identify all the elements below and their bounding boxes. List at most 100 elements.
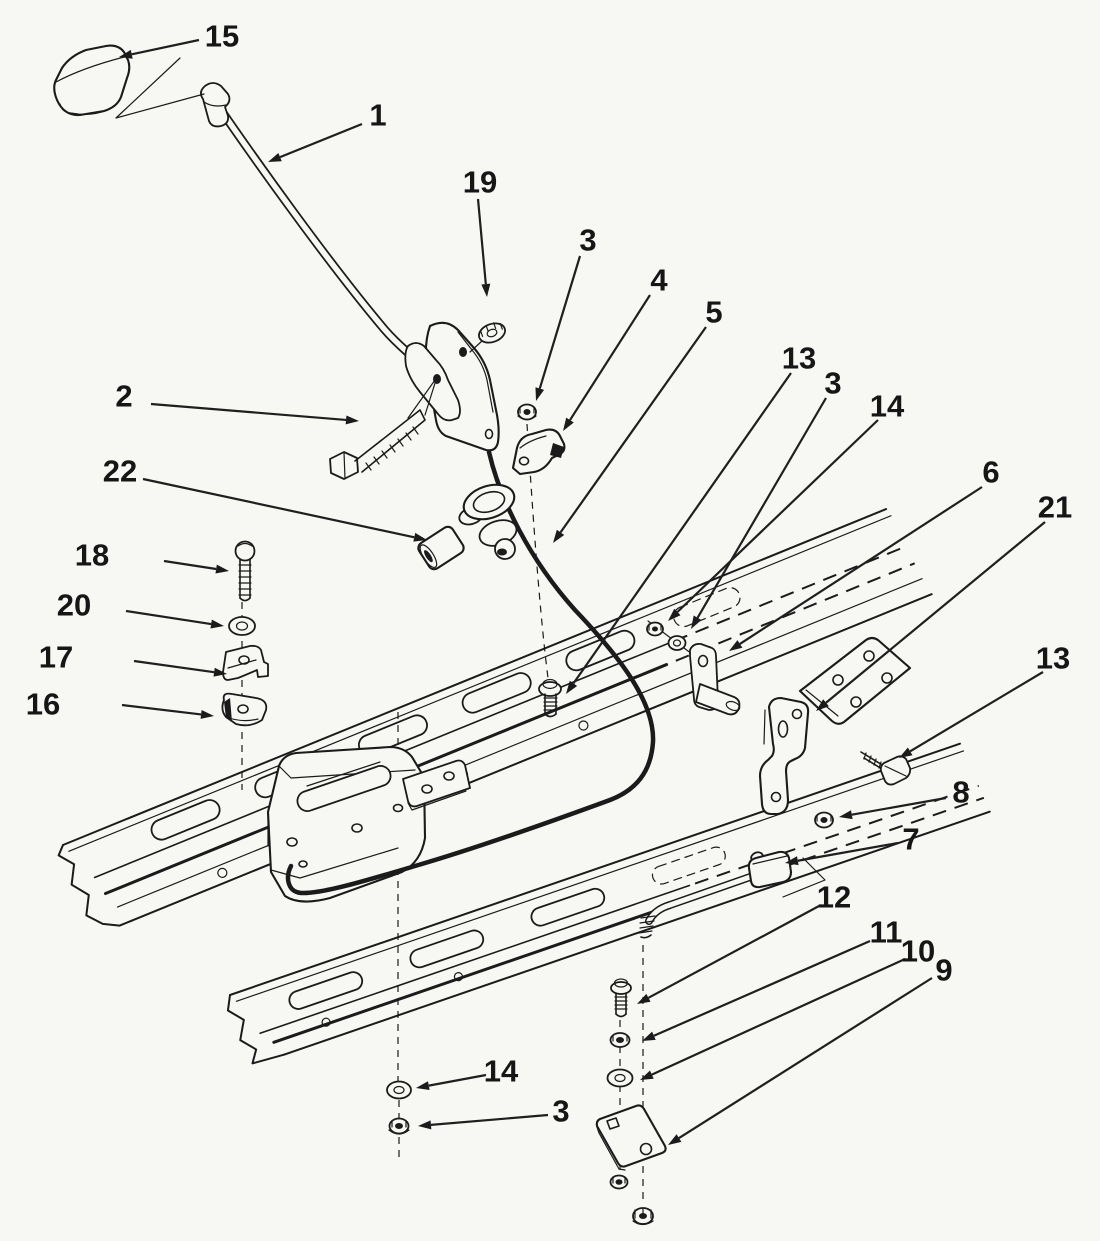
support-plate xyxy=(402,759,471,811)
leader-arrow xyxy=(640,1070,654,1080)
leader-arrow xyxy=(668,608,681,621)
callout-8: 8 xyxy=(839,775,970,820)
callout-label: 12 xyxy=(817,880,851,915)
callout-13: 13 xyxy=(566,341,816,694)
callout-13: 13 xyxy=(899,641,1070,758)
pivot-plate-6 xyxy=(647,620,741,716)
leader-line xyxy=(150,402,347,422)
leader-line xyxy=(133,659,215,674)
leader-line xyxy=(279,122,363,159)
callout-label: 13 xyxy=(1036,641,1070,676)
screw-18 xyxy=(234,540,256,602)
nut-below-9 xyxy=(609,1174,629,1190)
leader-line xyxy=(476,198,487,285)
callout-label: 8 xyxy=(952,775,969,810)
leader-line xyxy=(572,372,792,684)
leader-line xyxy=(678,977,933,1139)
washer-3-mid xyxy=(667,635,687,651)
pad-16 xyxy=(221,692,268,727)
washer-14-bottom xyxy=(386,1080,412,1100)
nut-14-mid xyxy=(646,621,664,637)
leader-arrow xyxy=(566,680,578,694)
leader-line xyxy=(851,796,947,816)
flange-nut-3a xyxy=(517,403,537,421)
leader-line xyxy=(430,1113,549,1127)
callout-2: 2 xyxy=(115,379,359,425)
callout-3: 3 xyxy=(691,366,842,629)
leader-line xyxy=(428,1073,487,1087)
leader-arrow xyxy=(213,667,227,677)
callout-6: 6 xyxy=(729,455,1000,651)
pivot-pin xyxy=(695,683,741,716)
callout-7: 7 xyxy=(785,822,920,866)
callout-14: 14 xyxy=(416,1054,519,1091)
leader-line xyxy=(538,255,582,389)
leader-line xyxy=(569,294,651,421)
nut-bottom xyxy=(632,1207,654,1226)
callout-label: 3 xyxy=(552,1094,569,1129)
shift-knob xyxy=(53,44,131,117)
leader-arrow xyxy=(418,1120,432,1130)
callout-20: 20 xyxy=(57,588,224,629)
callout-label: 18 xyxy=(75,538,109,573)
leader-line xyxy=(825,521,1046,704)
hex-bolt-2 xyxy=(329,379,437,480)
nut-11 xyxy=(609,1032,631,1048)
callout-label: 22 xyxy=(103,454,137,489)
rod-end-7 xyxy=(638,850,826,939)
callout-label: 21 xyxy=(1038,490,1072,525)
leader-arrow xyxy=(416,1081,430,1091)
callout-label: 11 xyxy=(870,915,903,950)
clamp-dash-line xyxy=(526,423,549,679)
callout-label: 7 xyxy=(902,822,919,857)
callout-17: 17 xyxy=(39,640,227,677)
lever-pivot-bracket xyxy=(404,321,500,452)
leader-arrow xyxy=(691,615,702,629)
callout-label: 4 xyxy=(650,263,668,298)
clamp-17 xyxy=(222,644,269,681)
leader-arrow xyxy=(899,747,913,758)
callout-10: 10 xyxy=(640,934,935,1080)
leader-arrow xyxy=(268,152,282,162)
callout-label: 5 xyxy=(705,295,722,330)
nut-8 xyxy=(814,811,834,829)
callout-4: 4 xyxy=(563,263,668,431)
callout-21: 21 xyxy=(816,490,1072,711)
leader-arrow xyxy=(200,709,214,719)
leader-arrow xyxy=(785,856,799,866)
leader-line xyxy=(163,559,217,571)
leader-arrow xyxy=(668,1134,682,1145)
leader-arrow xyxy=(481,283,491,297)
shift-rod-cable xyxy=(285,449,656,896)
leader-line xyxy=(121,703,202,716)
leader-arrow xyxy=(839,810,853,820)
leader-line xyxy=(131,38,200,56)
callout-label: 16 xyxy=(26,687,60,722)
callout-19: 19 xyxy=(463,165,497,297)
cable-clamp-4 xyxy=(511,428,566,476)
callout-label: 14 xyxy=(870,389,905,424)
callout-label: 6 xyxy=(982,455,999,490)
anchor-plate-9 xyxy=(595,1104,667,1171)
callout-label: 10 xyxy=(901,934,935,969)
frame-plate xyxy=(798,636,912,725)
leader-arrow xyxy=(729,640,743,651)
callout-3: 3 xyxy=(535,223,597,401)
leader-line xyxy=(125,609,212,626)
flange-nut-19 xyxy=(478,322,506,344)
washer-10 xyxy=(606,1068,634,1088)
leader-line xyxy=(142,477,415,539)
callout-11: 11 xyxy=(642,915,903,1041)
callout-3: 3 xyxy=(418,1094,570,1130)
leader-arrow xyxy=(637,993,651,1004)
leader-arrow xyxy=(215,564,229,574)
leader-arrow xyxy=(413,532,427,542)
leader-arrow xyxy=(642,1031,656,1041)
callout-label: 17 xyxy=(39,640,73,675)
callout-12: 12 xyxy=(637,880,851,1004)
leader-line xyxy=(797,841,899,862)
leader-line xyxy=(647,905,820,999)
leader-line xyxy=(676,419,879,613)
